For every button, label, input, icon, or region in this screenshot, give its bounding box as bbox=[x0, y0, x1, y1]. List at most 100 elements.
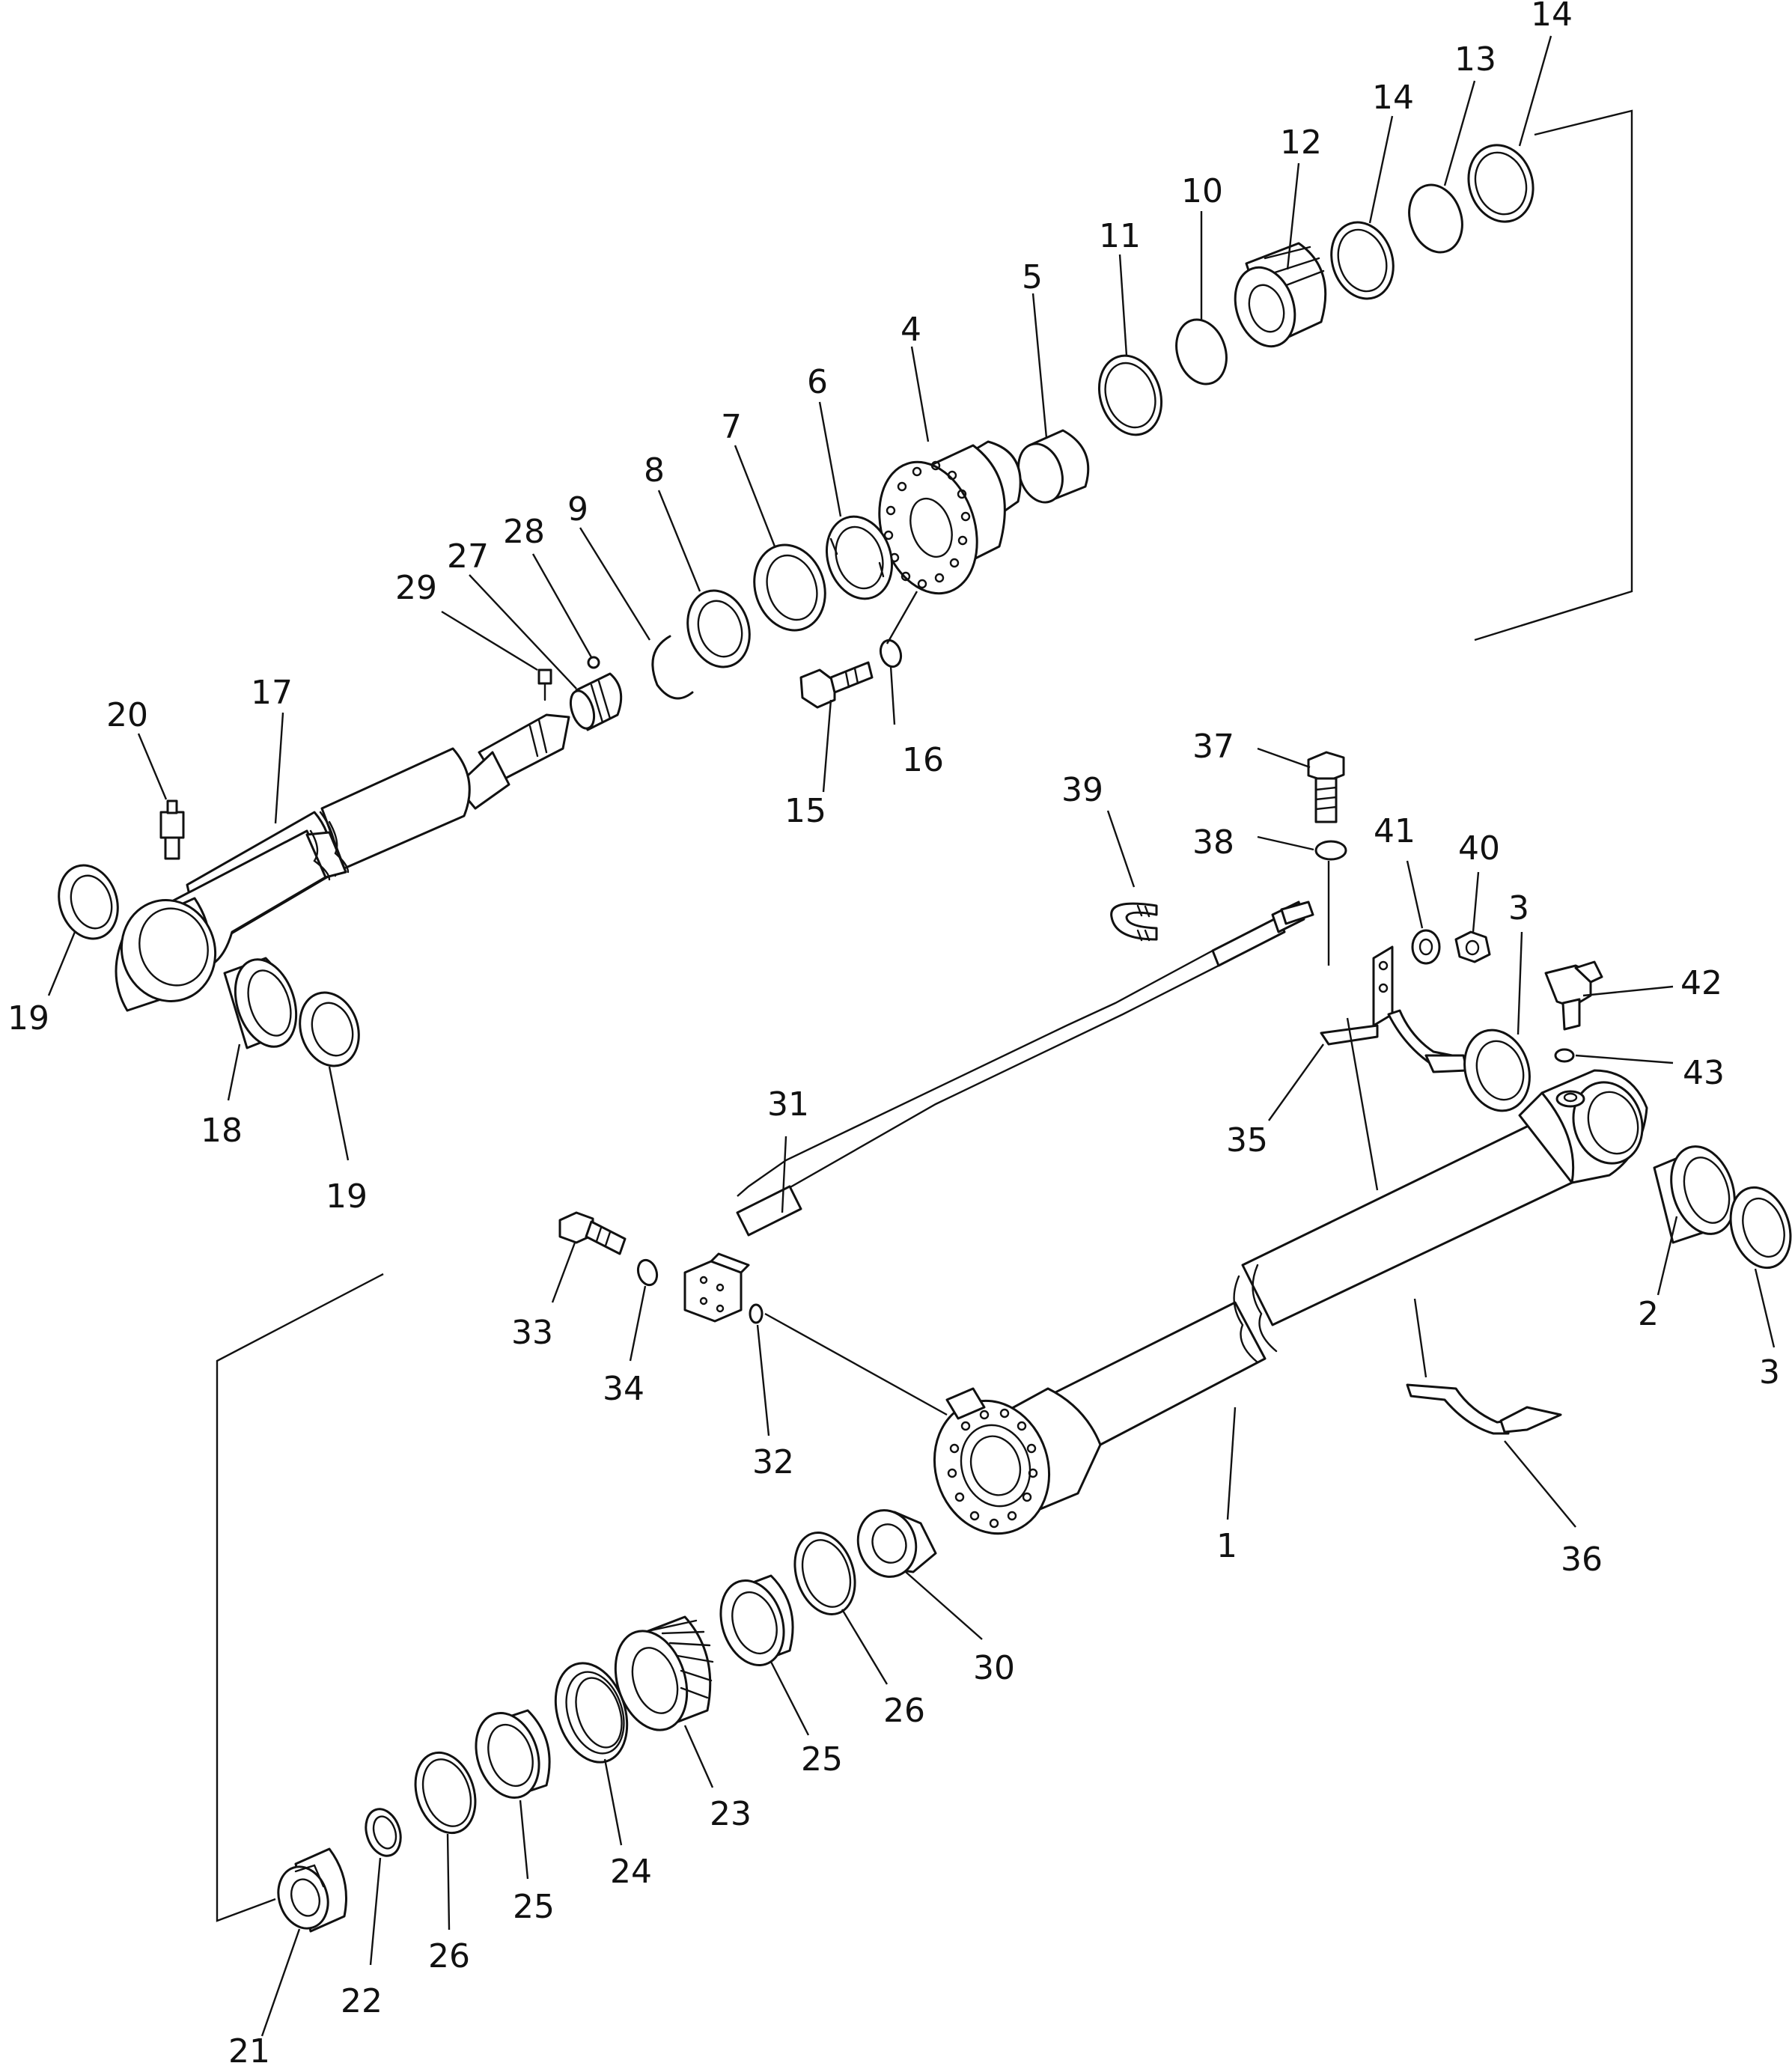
part-41-washer bbox=[1411, 929, 1441, 965]
callout-43: 43 bbox=[1683, 1054, 1725, 1092]
part-6-seal bbox=[825, 515, 894, 600]
part-35-clamp bbox=[1320, 945, 1469, 1073]
part-31-tube bbox=[683, 901, 1314, 1323]
part-23-piston bbox=[614, 1615, 714, 1731]
callout-3-right: 3 bbox=[1759, 1353, 1780, 1392]
part-14-ring-top-inner bbox=[1474, 151, 1528, 216]
callout-28: 28 bbox=[503, 513, 545, 551]
callout-32: 32 bbox=[752, 1443, 794, 1481]
part-19-seal-lower bbox=[299, 991, 360, 1067]
part-20-grease-fitting bbox=[159, 799, 185, 860]
callout-26-upper: 26 bbox=[883, 1692, 925, 1730]
part-8-ring bbox=[686, 589, 751, 668]
callout-26-lower: 26 bbox=[428, 1937, 470, 1975]
callout-30: 30 bbox=[973, 1649, 1015, 1687]
part-25-ring-lower bbox=[475, 1709, 551, 1800]
callout-12: 12 bbox=[1280, 124, 1322, 162]
part-22-ring bbox=[365, 1808, 402, 1857]
callout-29: 29 bbox=[395, 569, 437, 607]
part-14-ring bbox=[1330, 221, 1395, 300]
part-29-screw bbox=[537, 668, 552, 701]
callout-18: 18 bbox=[201, 1112, 243, 1150]
part-38-washer bbox=[1314, 840, 1347, 861]
part-5-bushing bbox=[1017, 429, 1090, 504]
rod-break-line-2 bbox=[328, 820, 350, 874]
lower-assembly-bracket-line bbox=[216, 1273, 384, 1922]
part-42-elbow-fitting bbox=[1544, 960, 1603, 1031]
callout-36: 36 bbox=[1561, 1541, 1603, 1579]
part-21-nut bbox=[277, 1847, 347, 1933]
part-1-cylinder-tube bbox=[933, 1069, 1648, 1535]
callout-31: 31 bbox=[767, 1085, 809, 1124]
cylinder-tube-group bbox=[933, 1029, 1792, 1535]
callout-38: 38 bbox=[1192, 823, 1234, 862]
part-7-seal bbox=[753, 543, 826, 632]
callout-11: 11 bbox=[1099, 217, 1141, 255]
callout-17: 17 bbox=[251, 674, 293, 712]
part-11-ring bbox=[1097, 354, 1163, 436]
callout-24: 24 bbox=[610, 1853, 652, 1891]
callout-5: 5 bbox=[1022, 258, 1043, 296]
callout-25-upper: 25 bbox=[801, 1740, 843, 1779]
part-3-seal-right bbox=[1729, 1186, 1792, 1270]
part-32-leader-line bbox=[764, 1312, 948, 1416]
part-15-bolt bbox=[799, 661, 874, 709]
callout-2: 2 bbox=[1638, 1295, 1659, 1333]
callout-20: 20 bbox=[106, 696, 148, 734]
callout-33: 33 bbox=[511, 1314, 553, 1352]
part-25-ring-upper bbox=[719, 1574, 794, 1667]
callout-27: 27 bbox=[447, 537, 489, 576]
part-33-bolt bbox=[558, 1211, 627, 1255]
callout-4: 4 bbox=[900, 311, 921, 349]
callout-37: 37 bbox=[1192, 728, 1234, 766]
part-28-ball bbox=[587, 656, 600, 669]
part-40-nut bbox=[1454, 930, 1491, 963]
part-14-ring-top bbox=[1467, 144, 1535, 223]
piping-group bbox=[558, 751, 1603, 1435]
callout-39: 39 bbox=[1061, 771, 1103, 809]
callout-8: 8 bbox=[644, 451, 665, 490]
upper-assembly-bracket-line bbox=[1474, 109, 1633, 642]
part-16-washer bbox=[879, 639, 903, 668]
callout-35: 35 bbox=[1226, 1121, 1268, 1160]
clamp-center-line-mid bbox=[1346, 1017, 1379, 1191]
part-30-nut bbox=[856, 1509, 937, 1578]
leader-lines bbox=[47, 35, 1776, 2037]
part-12-piston bbox=[1234, 242, 1327, 348]
callout-13: 13 bbox=[1454, 40, 1496, 79]
part-37-bolt bbox=[1307, 751, 1345, 823]
clamp-center-line-lower bbox=[1413, 1298, 1427, 1378]
rod-break-line bbox=[309, 829, 331, 881]
callout-9: 9 bbox=[567, 490, 588, 528]
callout-22: 22 bbox=[341, 1982, 383, 2020]
rod-assembly-group bbox=[58, 109, 1633, 1067]
callout-6: 6 bbox=[807, 363, 828, 401]
part-4-cylinder-head bbox=[878, 440, 1022, 595]
callout-34: 34 bbox=[603, 1370, 644, 1408]
part-11-ring-inner bbox=[1104, 362, 1156, 429]
callout-7: 7 bbox=[721, 408, 742, 446]
callout-23: 23 bbox=[710, 1795, 752, 1833]
callout-10: 10 bbox=[1181, 172, 1223, 210]
part-43-o-ring bbox=[1554, 1048, 1575, 1063]
callout-14: 14 bbox=[1372, 79, 1414, 117]
callout-14-top: 14 bbox=[1531, 0, 1573, 34]
callout-25-lower: 25 bbox=[513, 1888, 555, 1926]
part-26-ring-lower bbox=[414, 1751, 477, 1835]
callout-42: 42 bbox=[1680, 964, 1722, 1002]
part-32-o-ring bbox=[749, 1303, 764, 1324]
callout-19-left: 19 bbox=[7, 999, 49, 1037]
part-18-bushing bbox=[223, 957, 298, 1049]
part-10-o-ring bbox=[1175, 318, 1228, 386]
part-2-bushing bbox=[1653, 1145, 1736, 1244]
part-24-seal bbox=[554, 1662, 629, 1764]
part-34-washer bbox=[636, 1258, 659, 1287]
callout-labels: 14 13 14 12 10 11 5 4 6 7 8 9 28 27 29 1… bbox=[7, 0, 1780, 2066]
part-27-pin bbox=[569, 672, 623, 731]
part-26-ring-upper bbox=[793, 1531, 856, 1616]
part-19-seal-left bbox=[58, 864, 119, 940]
part-13-o-ring bbox=[1408, 183, 1463, 254]
piston-assembly-group bbox=[216, 1273, 937, 1933]
part-14-ring-inner bbox=[1337, 228, 1388, 293]
